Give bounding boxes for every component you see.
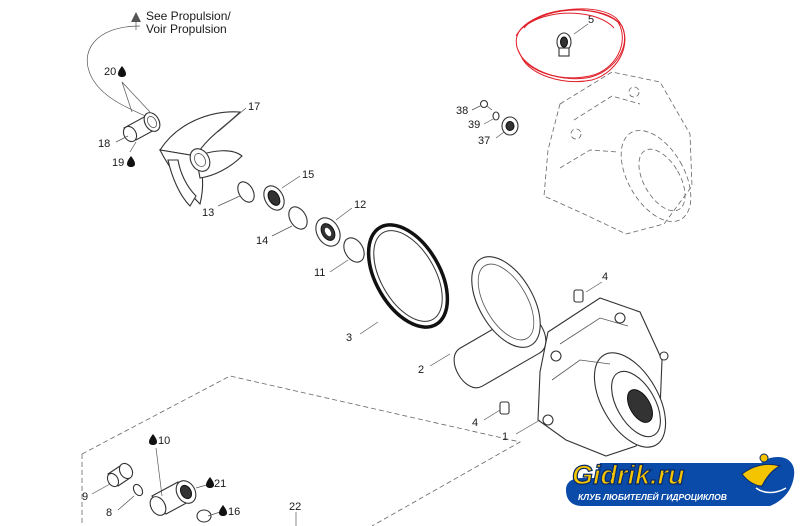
part-15-seal [263, 185, 285, 211]
leader-17 [217, 107, 247, 133]
callout-13: 13 [202, 207, 214, 219]
callout-21: 21 [214, 478, 226, 490]
leader-1 [515, 419, 541, 435]
oil-drop-icon [219, 505, 227, 516]
oil-drop-icon [149, 434, 157, 445]
oil-drop-icon [118, 66, 126, 77]
callout-4a: 4 [602, 271, 608, 283]
leader-4a [585, 281, 603, 293]
part-13-circlip [237, 181, 255, 203]
callout-8: 8 [106, 507, 112, 519]
callout-11: 11 [314, 267, 325, 279]
leader-20a [121, 81, 133, 113]
callout-20: 20 [104, 66, 116, 78]
callout-12: 12 [354, 199, 366, 211]
callout-1: 1 [502, 431, 508, 443]
leader-5 [573, 23, 589, 35]
leader-38 [471, 105, 481, 111]
leader-14 [271, 225, 293, 237]
callout-14: 14 [256, 235, 268, 247]
watermark-tagline: КЛУБ ЛЮБИТЕЛЕЙ ГИДРОЦИКЛОВ [578, 491, 727, 502]
part-2-wear-ring [453, 256, 547, 389]
lower-assembly-outline [81, 375, 522, 526]
leader-8 [117, 495, 135, 511]
leader-18 [115, 135, 129, 143]
leader-12 [335, 207, 353, 221]
leader-20b [121, 81, 151, 113]
leader-39 [483, 118, 494, 125]
highlight-circle [515, 8, 626, 83]
reference-arrowhead [131, 12, 141, 22]
callout-17: 17 [248, 101, 260, 113]
oil-drop-icon [127, 156, 135, 167]
part-14-o-ring [288, 206, 308, 230]
callout-2: 2 [418, 364, 424, 376]
callout-18: 18 [98, 138, 110, 150]
part-39-washer [492, 111, 500, 121]
reference-arrow [87, 25, 151, 119]
part-9-bushing [106, 462, 134, 488]
part-38-screw [479, 99, 493, 111]
part-4-stud-lower [499, 401, 510, 415]
leader-10 [155, 447, 163, 497]
part-18-sleeve [122, 112, 161, 143]
part-17-impeller [159, 111, 243, 207]
leader-9 [91, 483, 111, 495]
see-propulsion-note-line2: Voir Propulsion [146, 22, 227, 36]
callout-5: 5 [588, 14, 594, 26]
callout-10: 10 [158, 435, 170, 447]
callout-3: 3 [346, 332, 352, 344]
leader-16 [207, 511, 221, 517]
see-propulsion-note-line1: See Propulsion/ [146, 9, 231, 23]
part-4-stud-upper [573, 289, 584, 303]
leader-19 [129, 141, 137, 153]
oil-drop-icon [206, 477, 214, 488]
leader-2 [429, 353, 451, 367]
leader-3 [359, 321, 379, 335]
part-37-cap [501, 116, 519, 136]
watermark-brand: Gidrik.ru [572, 460, 685, 490]
part-shaft-bearing [149, 480, 212, 523]
callout-15: 15 [302, 169, 314, 181]
part-11-o-ring [343, 237, 365, 263]
gidrik-watermark: Gidrik.ru КЛУБ ЛЮБИТЕЛЕЙ ГИДРОЦИКЛОВ [566, 453, 795, 506]
callout-9: 9 [82, 491, 88, 503]
callout-19: 19 [112, 157, 124, 169]
leader-13 [217, 195, 241, 207]
part-1-pump-housing [537, 297, 669, 457]
callout-39: 39 [468, 119, 480, 131]
part-8-washer [132, 483, 144, 497]
part-12-bearing [315, 217, 341, 247]
callout-16: 16 [228, 506, 240, 518]
part-3-ring [366, 223, 450, 329]
callout-22: 22 [289, 501, 301, 513]
upper-housing-reference [543, 71, 693, 235]
leader-15 [281, 175, 301, 189]
part-5-fitting [556, 32, 572, 57]
callout-37: 37 [478, 135, 490, 147]
leader-4b [483, 409, 501, 421]
leader-11 [329, 259, 349, 273]
jetski-rider-icon [741, 453, 787, 494]
callout-38: 38 [456, 105, 468, 117]
callout-4b: 4 [472, 417, 478, 429]
leader-37 [495, 131, 505, 139]
